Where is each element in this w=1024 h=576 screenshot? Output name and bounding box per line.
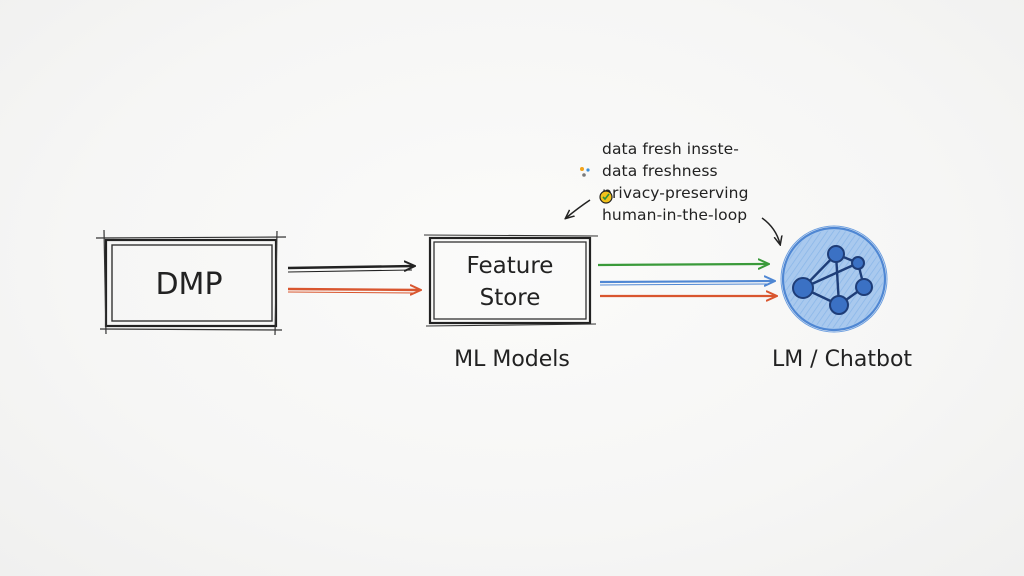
annotation-note: data fresh insste- data freshness privac… [602, 138, 749, 226]
colorful-badge-icon [599, 190, 613, 204]
dmp-box [95, 229, 287, 336]
feature-store-label-line1: Feature [467, 253, 554, 279]
dmp-label: DMP [155, 267, 222, 302]
ml-models-caption: ML Models [454, 347, 570, 372]
annotation-arrow-right [761, 217, 780, 244]
feature-store-box [423, 234, 599, 327]
annotation-line-3: privacy-preserving [602, 184, 749, 202]
arrow-dmp-to-store-ink [287, 266, 414, 268]
arrow-store-to-chatbot-green [597, 264, 768, 265]
arrow-store-to-chatbot-blue [599, 281, 774, 282]
sparkle-icon [580, 167, 590, 177]
annotation-line-1: data fresh insste- [602, 140, 739, 158]
annotation-arrow-left [566, 199, 591, 218]
annotation-line-4: human-in-the-loop [602, 206, 748, 224]
annotation-line-2: data freshness [602, 162, 718, 180]
arrow-dmp-to-store-orange [287, 289, 420, 290]
network-graph-icon [780, 225, 888, 333]
feature-store-label-line2: Store [480, 285, 541, 311]
chatbot-caption: LM / Chatbot [772, 347, 912, 372]
